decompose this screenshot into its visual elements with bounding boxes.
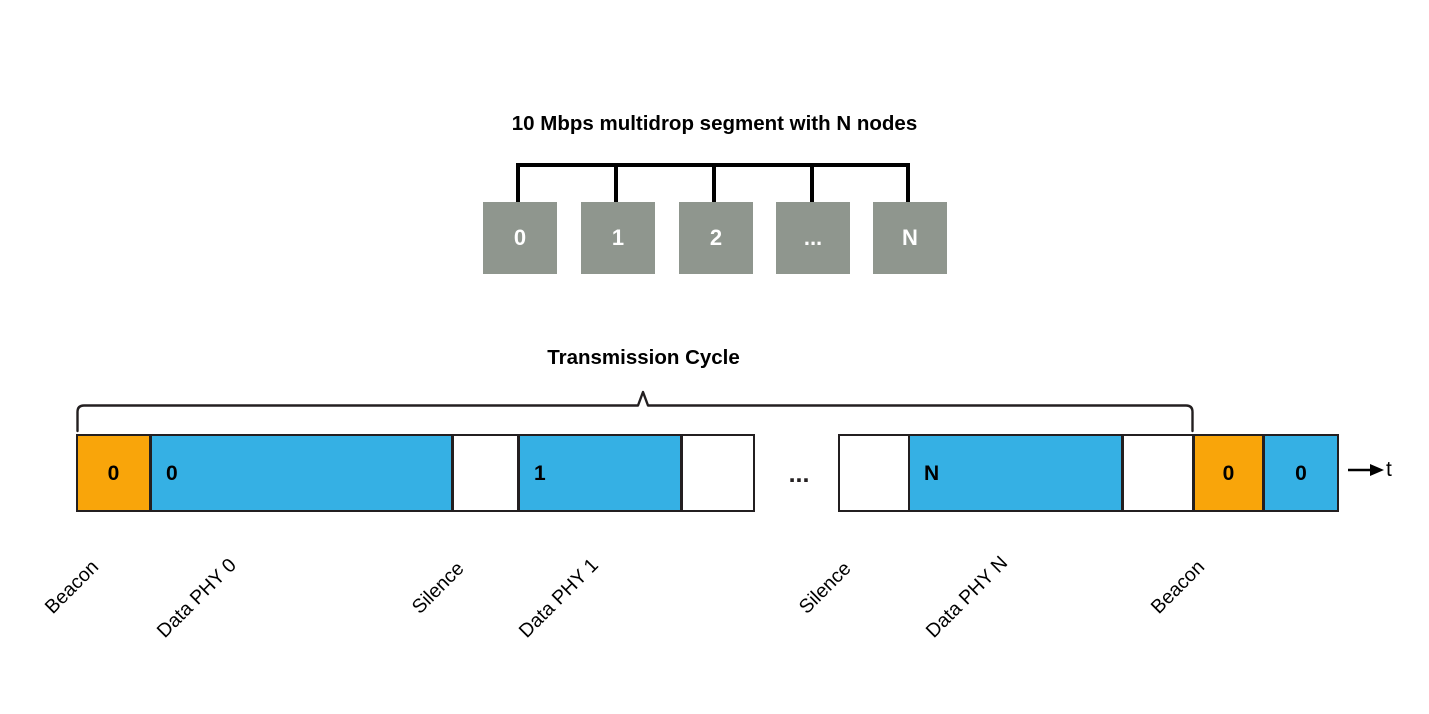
node-label-1: 1: [611, 225, 625, 250]
bus-stub-node-n: [906, 163, 910, 204]
node-label-2: 2: [709, 225, 723, 250]
timeline-caption-data-phy-0: Data PHY 0: [152, 554, 241, 643]
timeline-block-value: 1: [534, 461, 546, 485]
timeline-caption-silence-0: Silence: [407, 557, 469, 619]
bus-stub-node-0: [516, 163, 520, 204]
node-label-ellipsis: ...: [803, 225, 823, 250]
node-box-n[interactable]: N: [873, 202, 947, 274]
timeline-block-data-phy-0[interactable]: 0: [150, 434, 453, 512]
node-box-1[interactable]: 1: [581, 202, 655, 274]
bus-stub-node-1: [614, 163, 618, 204]
timeline-block-silence-last[interactable]: [1122, 434, 1194, 512]
timeline-block-data-next-cycle[interactable]: 0: [1263, 434, 1339, 512]
node-label-n: N: [902, 225, 918, 250]
timeline-block-value: 0: [166, 461, 178, 485]
timeline-block-value: 0: [1222, 461, 1235, 485]
timeline-block-value: 0: [1295, 461, 1307, 485]
node-topology: 0 1 2 ... N: [0, 0, 1429, 300]
timeline-block-value: N: [924, 461, 940, 485]
bus-stub-node-2: [712, 163, 716, 204]
timeline-block-silence-0[interactable]: [452, 434, 519, 512]
node-box-ellipsis[interactable]: ...: [776, 202, 850, 274]
node-label-0: 0: [513, 225, 527, 250]
timeline-block-silence-1[interactable]: [681, 434, 755, 512]
time-axis-arrow: [1348, 464, 1384, 476]
timeline-block-data-phy-1[interactable]: 1: [518, 434, 682, 512]
node-box-0[interactable]: 0: [483, 202, 557, 274]
transmission-cycle-title: Transmission Cycle: [547, 346, 740, 369]
time-axis-label: t: [1386, 458, 1392, 481]
timeline-block-value: 0: [107, 461, 120, 485]
timeline-block-beacon-first[interactable]: 0: [76, 434, 151, 512]
node-box-2[interactable]: 2: [679, 202, 753, 274]
timeline-caption-data-phy-n: Data PHY N: [921, 551, 1013, 643]
timeline-block-beacon-second[interactable]: 0: [1193, 434, 1264, 512]
timeline-caption-silence-n: Silence: [794, 557, 856, 619]
timeline-block-silence-n[interactable]: [838, 434, 910, 512]
timeline-block-data-phy-n[interactable]: N: [908, 434, 1123, 512]
timeline-gap-ellipsis: ...: [788, 460, 810, 488]
segment-title: 10 Mbps multidrop segment with N nodes: [511, 112, 918, 135]
timeline-caption-data-phy-1: Data PHY 1: [514, 554, 603, 643]
timeline-caption-beacon-first: Beacon: [40, 555, 104, 619]
bus-stub-node-ellipsis: [810, 163, 814, 204]
timeline-caption-beacon-second: Beacon: [1146, 555, 1210, 619]
